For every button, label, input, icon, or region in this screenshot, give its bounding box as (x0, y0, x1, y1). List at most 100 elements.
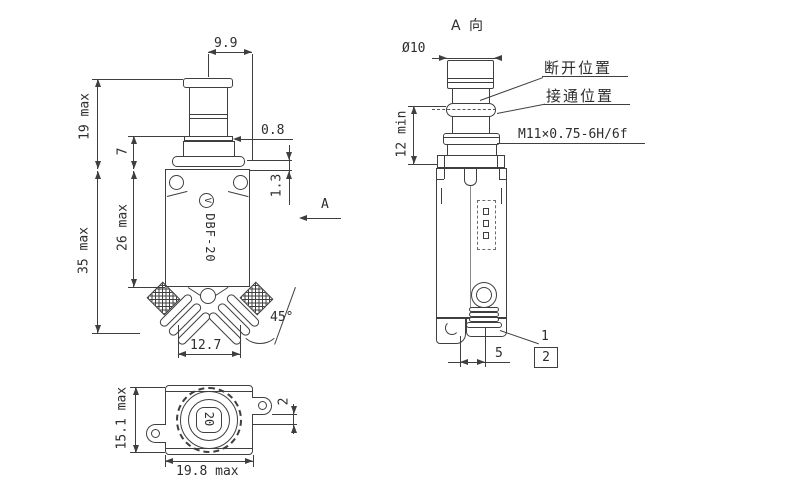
leader-underline (497, 143, 645, 144)
arrowhead (133, 387, 139, 395)
notch-line (499, 168, 500, 179)
dim-tab-offset: 2 (276, 397, 292, 406)
side-washer-line (444, 137, 499, 138)
leader-line (499, 330, 539, 345)
arrowhead (286, 152, 292, 160)
label-plate-mark (483, 232, 489, 239)
extension-line (130, 387, 165, 388)
side-cap-line (448, 82, 493, 83)
side-view-title: A 向 (451, 18, 486, 34)
side-button-stem-lower (452, 116, 490, 134)
notch-line (444, 168, 445, 179)
dim-panel-min: 12 min (394, 110, 410, 158)
front-stem-line (190, 118, 227, 119)
arrowhead (232, 351, 240, 357)
dimension-line (97, 79, 98, 169)
brand-logo-glyph: V (202, 197, 212, 204)
label-plate-mark (483, 220, 489, 227)
front-button-band (184, 136, 233, 141)
dim-neck: 7 (115, 147, 131, 156)
dim-total-height: 35 max (76, 227, 92, 274)
callout-item-1: 1 (541, 329, 549, 344)
extension-line (247, 160, 292, 161)
extension-line (485, 328, 486, 367)
front-button-stem (189, 87, 228, 137)
extension-line (240, 325, 241, 358)
notch-line (499, 179, 507, 180)
extension-line (92, 79, 183, 80)
dim-terminal-angle: 45° (270, 310, 294, 325)
rating-label: 20 (202, 411, 216, 427)
dim-terminal-span: 12.7 (190, 338, 222, 353)
rating-face (196, 407, 222, 433)
side-cap-line (448, 78, 493, 79)
label-plate-mark (483, 208, 489, 215)
nut-facet-line (497, 156, 498, 167)
model-label: DBF-20 (203, 213, 217, 263)
section-view-label: A (321, 197, 329, 212)
leader-underline (544, 104, 630, 105)
dim-button-width: 9.9 (214, 36, 238, 51)
section-view-arrow (299, 215, 307, 221)
dim-bottom-width: 19.8 max (176, 464, 239, 479)
side-button-stem-upper (452, 88, 490, 104)
body-edge-line (441, 188, 442, 204)
callout-item-2-box (534, 347, 558, 368)
extension-line (250, 170, 292, 171)
foot-arc-detail (445, 321, 459, 335)
extension-line (92, 333, 140, 334)
arrowhead (245, 458, 253, 464)
extension-line (253, 424, 297, 425)
arrowhead (286, 171, 292, 179)
arrowhead (95, 325, 101, 333)
front-mounting-hole-left (169, 175, 184, 190)
section-view-line (307, 218, 341, 219)
arrowhead (244, 49, 252, 55)
arrowhead (460, 359, 468, 365)
arrowhead (233, 136, 241, 142)
dimension-line (133, 171, 134, 287)
side-mounting-nut (437, 155, 505, 168)
front-flange (172, 156, 245, 167)
dimension-line (133, 136, 134, 169)
arrowhead (178, 351, 186, 357)
label-closed-position: 接通位置 (546, 87, 615, 105)
extension-line (253, 455, 254, 467)
dimension-line (432, 58, 502, 59)
arrowhead (131, 279, 137, 287)
terminal-base-washer (466, 322, 502, 328)
nut-facet-line (444, 156, 445, 167)
leader-underline (542, 76, 628, 77)
front-stem-line (190, 114, 227, 115)
extension-line (130, 452, 165, 453)
brand-logo: V (199, 193, 214, 208)
extension-line (208, 54, 209, 77)
arrowhead (131, 171, 137, 179)
spring-coil (469, 307, 499, 312)
extension-line (128, 287, 165, 288)
dimension-line (178, 354, 240, 355)
arrowhead (208, 49, 216, 55)
body-edge-line (501, 188, 502, 204)
dim-band: 0.8 (261, 123, 285, 138)
arrowhead (95, 79, 101, 87)
dim-body-height: 26 max (115, 204, 131, 251)
leader-line (241, 139, 293, 140)
arrowhead (494, 55, 502, 61)
dimension-line (208, 52, 252, 53)
front-bushing (183, 141, 235, 157)
arrowhead (477, 359, 485, 365)
bottom-tab-left-hole (151, 429, 160, 438)
bottom-tab-right-hole (258, 401, 267, 410)
arrowhead (291, 406, 297, 414)
arrowhead (165, 458, 173, 464)
spring-coil (469, 317, 499, 322)
leader-line (496, 103, 546, 114)
label-open-position: 断开位置 (544, 59, 613, 77)
front-center-pin (200, 288, 216, 304)
side-button-cap (447, 60, 494, 89)
arrowhead (131, 161, 137, 169)
extension-line (128, 136, 184, 137)
arrowhead (439, 55, 447, 61)
